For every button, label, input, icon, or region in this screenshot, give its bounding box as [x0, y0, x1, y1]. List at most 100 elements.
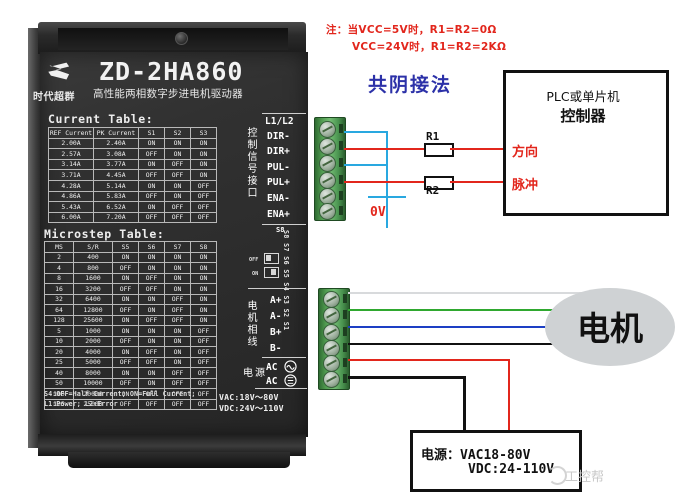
wire-pul-plus-left: [344, 181, 424, 183]
table-cell: OFF: [190, 201, 217, 213]
table-cell: ON: [164, 325, 191, 337]
table-cell: 20: [44, 346, 74, 358]
column-header: PK Current: [93, 127, 139, 139]
table-cell: 4: [44, 262, 74, 274]
table-cell: 800: [73, 262, 113, 274]
table-cell: 3.14A: [48, 158, 94, 171]
motor-power-terminal-block[interactable]: [318, 288, 350, 390]
plc-box-line1: PLC或单片机: [546, 89, 620, 104]
resistor-r2-label: R2: [426, 184, 440, 197]
signal-terminal-block[interactable]: [314, 117, 346, 221]
pin-ena-minus: ENA-: [267, 193, 290, 204]
divider-signal-bottom: [262, 224, 306, 225]
dip-on-label: ON: [252, 271, 259, 277]
note-line-1: 注：当VCC=5V时，R1=R2=0Ω: [326, 24, 497, 36]
table-cell: ON: [112, 314, 139, 326]
table-cell: OFF: [112, 304, 139, 316]
bird-logo-icon: [548, 466, 567, 485]
table-cell: 8: [44, 272, 74, 284]
table-cell: 2.57A: [48, 148, 94, 160]
table-cell: 5000: [73, 356, 113, 368]
pin-l1l2: L1/L2: [265, 116, 294, 127]
pin-s8-label: S8: [276, 226, 285, 234]
driver-top-recess: [58, 28, 288, 50]
table-cell: 2.40A: [93, 137, 139, 150]
table-cell: ON: [138, 201, 165, 213]
dip-off-label: OFF: [249, 257, 259, 263]
table-cell: ON: [190, 251, 217, 263]
wiring-method-title: 共阴接法: [368, 74, 453, 96]
table-cell: OFF: [112, 262, 139, 274]
label-0v: 0V: [370, 205, 386, 220]
table-cell: ON: [190, 137, 217, 150]
table-cell: 40: [44, 367, 74, 379]
table-cell: 6.52A: [93, 201, 139, 213]
table-cell: ON: [138, 137, 165, 150]
column-header: S3: [190, 127, 217, 139]
plc-signal-pulse: 脉冲: [512, 178, 539, 193]
pin-ac-1: AC: [266, 362, 278, 373]
table-cell: ON: [112, 325, 139, 337]
table-cell: ON: [164, 335, 191, 347]
vac-rating: VAC:18V～80V: [219, 392, 279, 402]
table-cell: OFF: [190, 398, 217, 410]
motor-ellipse: [545, 288, 675, 366]
vdc-rating: VDC:24V～110V: [219, 403, 284, 413]
driver-model-description: 高性能两相数字步进电机驱动器: [93, 88, 243, 100]
table-cell: OFF: [190, 211, 217, 224]
column-header: S1: [138, 127, 165, 139]
table-cell: OFF: [112, 377, 139, 389]
table-cell: ON: [138, 251, 165, 263]
table-cell: OFF: [164, 158, 191, 171]
table-cell: ON: [138, 335, 165, 347]
motor-phase-label: 电机相线: [245, 300, 256, 348]
table-cell: OFF: [164, 377, 191, 389]
table-cell: 8000: [73, 367, 113, 379]
table-cell: OFF: [138, 398, 165, 410]
table-cell: OFF: [138, 356, 165, 368]
plc-box-line2: 控制器: [560, 107, 606, 125]
signal-interface-label: 控制信号接口: [245, 127, 256, 199]
table-cell: 64: [44, 304, 74, 316]
table-cell: 4.28A: [48, 179, 94, 192]
column-header: S2: [164, 127, 191, 139]
table-cell: ON: [164, 272, 191, 284]
table-cell: ON: [164, 137, 191, 150]
resistor-r2: [424, 176, 454, 190]
table-cell: ON: [164, 251, 191, 263]
table-cell: OFF: [190, 190, 217, 203]
table-cell: ON: [112, 251, 139, 263]
table-cell: 50: [44, 377, 74, 389]
table-cell: OFF: [190, 179, 217, 192]
dip-switch-labels: S8 S7 S6 S5 S4 S3 S2 S1: [282, 230, 290, 331]
table-cell: OFF: [164, 367, 191, 379]
divider-power-top: [262, 357, 306, 358]
table-cell: OFF: [138, 211, 165, 224]
wire-common-cathode-bus: [386, 131, 388, 228]
table-cell: OFF: [138, 169, 165, 181]
wire-ac-neutral-h1: [348, 376, 466, 379]
column-header: S5: [112, 241, 139, 253]
table-cell: OFF: [112, 283, 139, 295]
divider-motor-top: [248, 288, 306, 289]
pin-a-minus: A-: [270, 311, 282, 322]
table-cell: ON: [190, 158, 217, 171]
wire-ac-live-h: [348, 359, 510, 361]
current-table-caption: Current Table:: [48, 112, 154, 126]
table-cell: ON: [112, 346, 139, 358]
pin-dir-minus: DIR-: [267, 131, 290, 142]
table-cell: 4.86A: [48, 190, 94, 203]
wire-dir-minus: [344, 131, 388, 133]
